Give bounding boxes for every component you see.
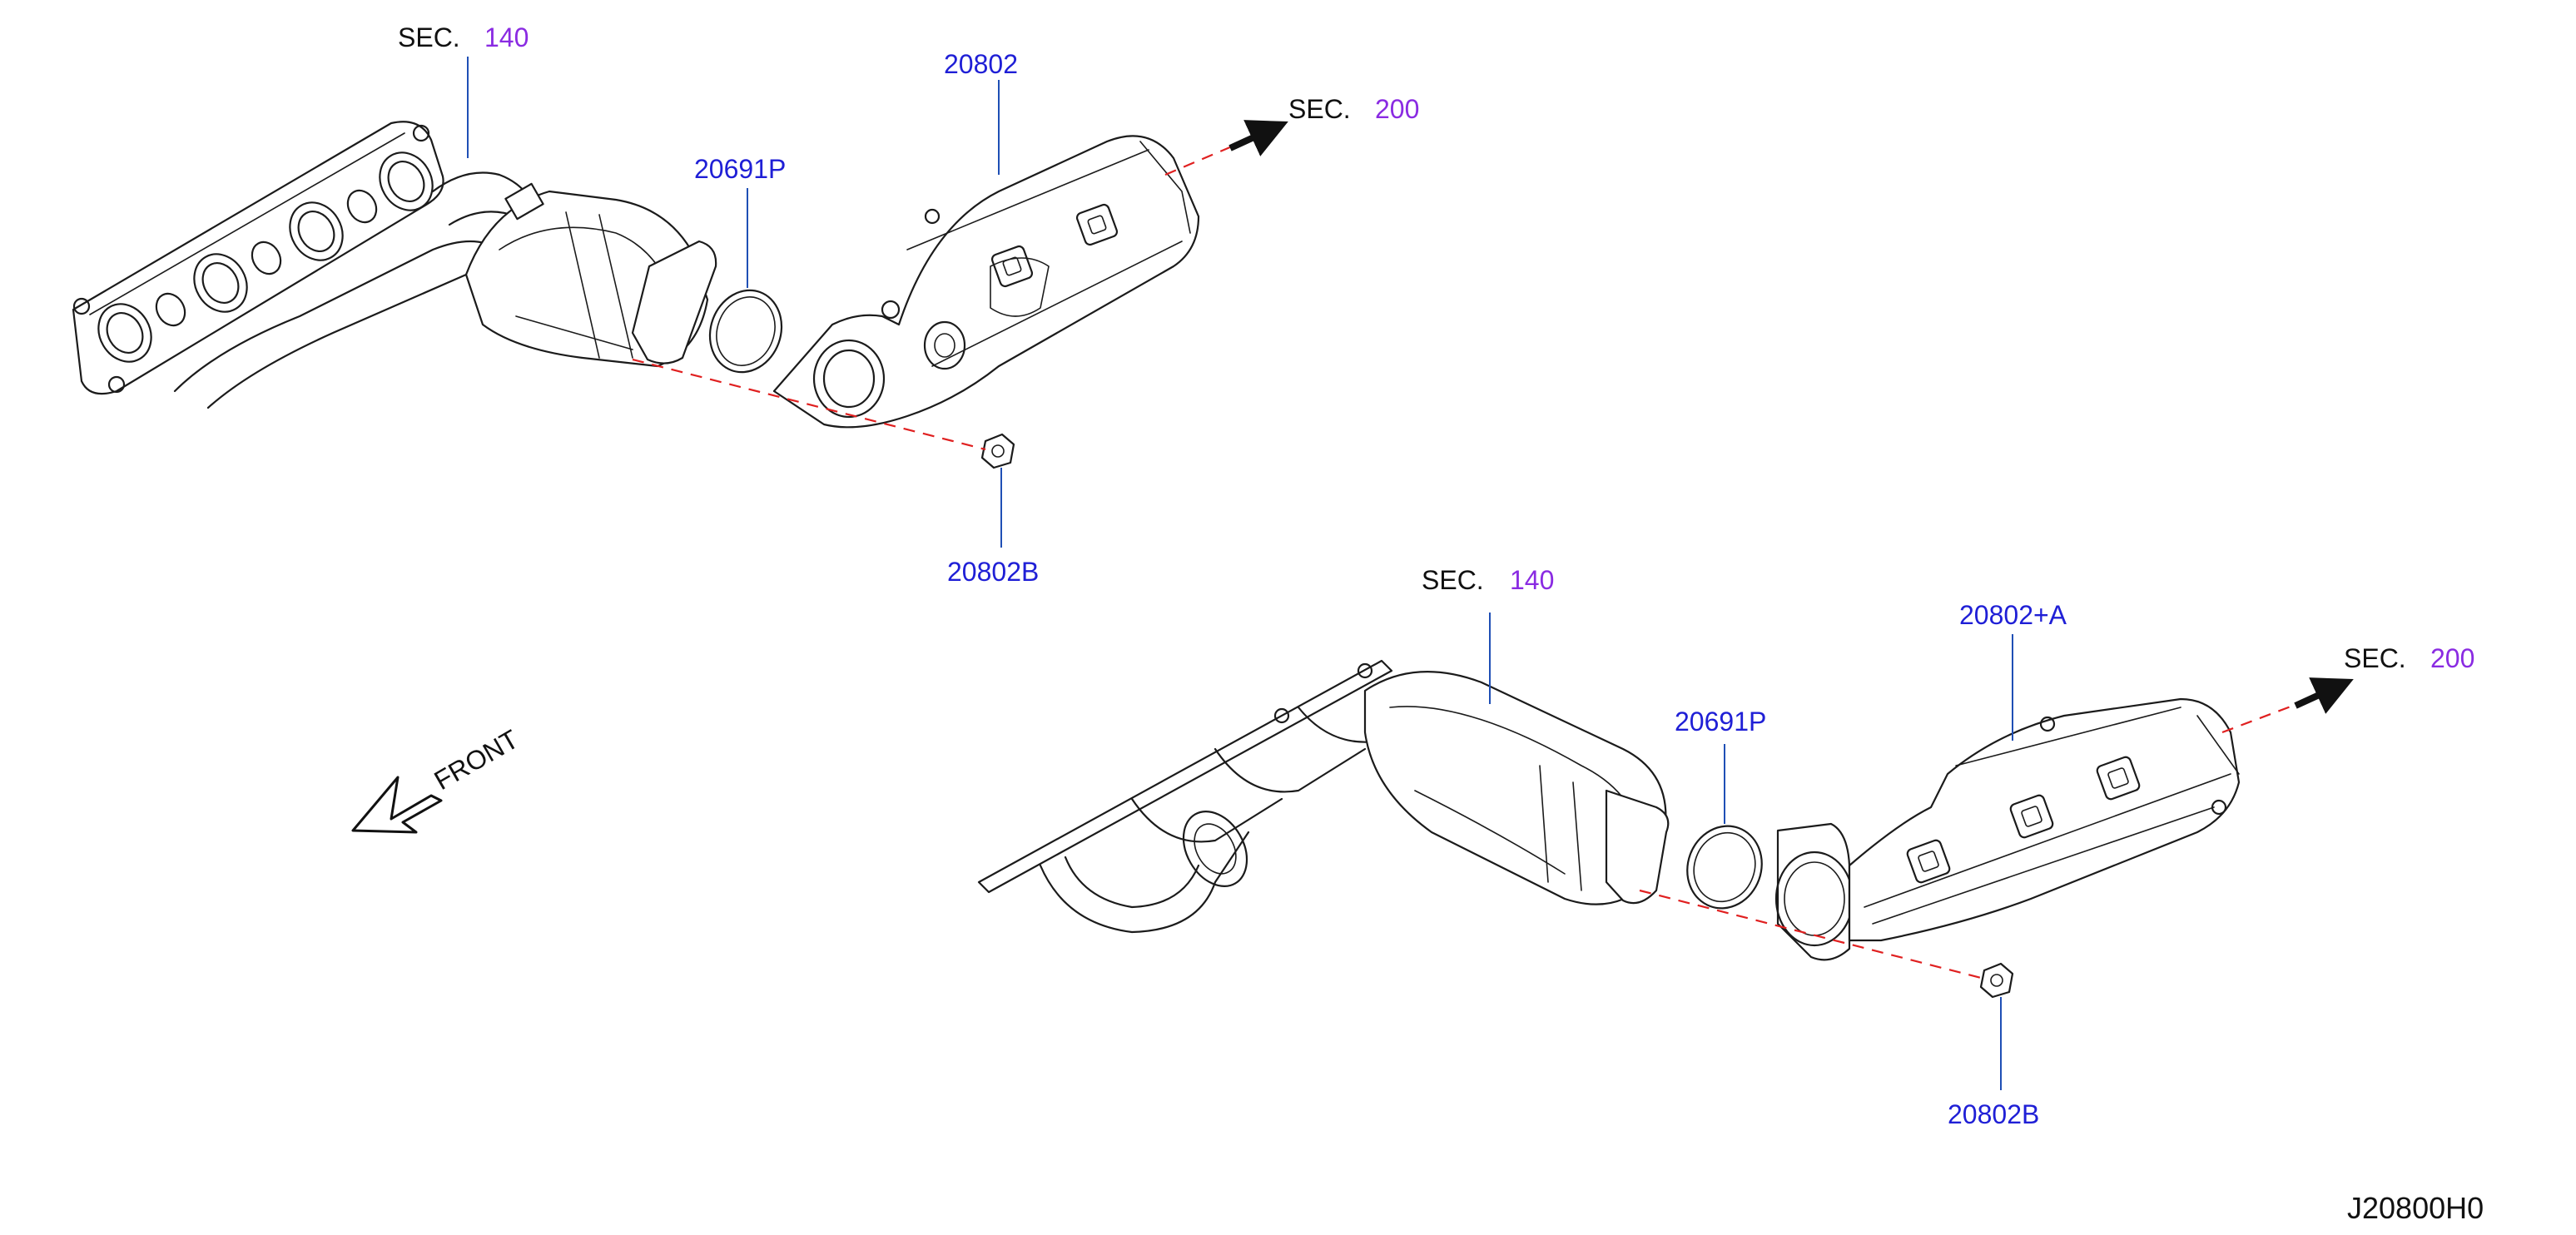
upper-flange-nut [980, 433, 1015, 469]
part-20802b-upper-label: 20802B [947, 557, 1039, 587]
lower-sec200-arrow [2294, 677, 2354, 714]
part-20802-label: 20802 [944, 49, 1018, 79]
lower-catalytic-converter [1774, 697, 2241, 961]
part-20802b-lower-label: 20802B [1948, 1099, 2039, 1129]
part-20802a-label: 20802+A [1959, 600, 2067, 630]
upper-sec200-arrow [1228, 120, 1288, 156]
sec-140-lower-number: 140 [1510, 565, 1554, 595]
upper-gasket [708, 289, 783, 374]
front-label: FRONT [429, 724, 524, 796]
part-20691p-lower-label: 20691P [1675, 707, 1766, 737]
sec-200-upper-prefix: SEC. [1288, 94, 1351, 124]
lower-gasket [1686, 825, 1763, 910]
sec-140-upper-prefix: SEC. [398, 22, 460, 52]
sec-140-upper-number: 140 [484, 22, 529, 52]
sec-200-lower-number: 200 [2430, 643, 2474, 673]
lower-flange-nut [1979, 962, 2014, 999]
diagram-code: J20800H0 [2347, 1191, 2484, 1225]
part-20691p-upper-label: 20691P [694, 154, 786, 184]
sec-200-lower-prefix: SEC. [2344, 643, 2406, 673]
upper-exhaust-manifold [72, 121, 717, 409]
lower-exhaust-manifold [977, 659, 1670, 934]
sec-200-upper-number: 200 [1375, 94, 1419, 124]
upper-centerline-front [632, 358, 986, 451]
upper-catalytic-converter [772, 135, 1200, 429]
sec-140-lower-prefix: SEC. [1422, 565, 1484, 595]
lower-centerline-rear [2221, 702, 2298, 734]
upper-centerline-rear [1164, 145, 1233, 176]
front-arrow-icon [351, 776, 443, 834]
